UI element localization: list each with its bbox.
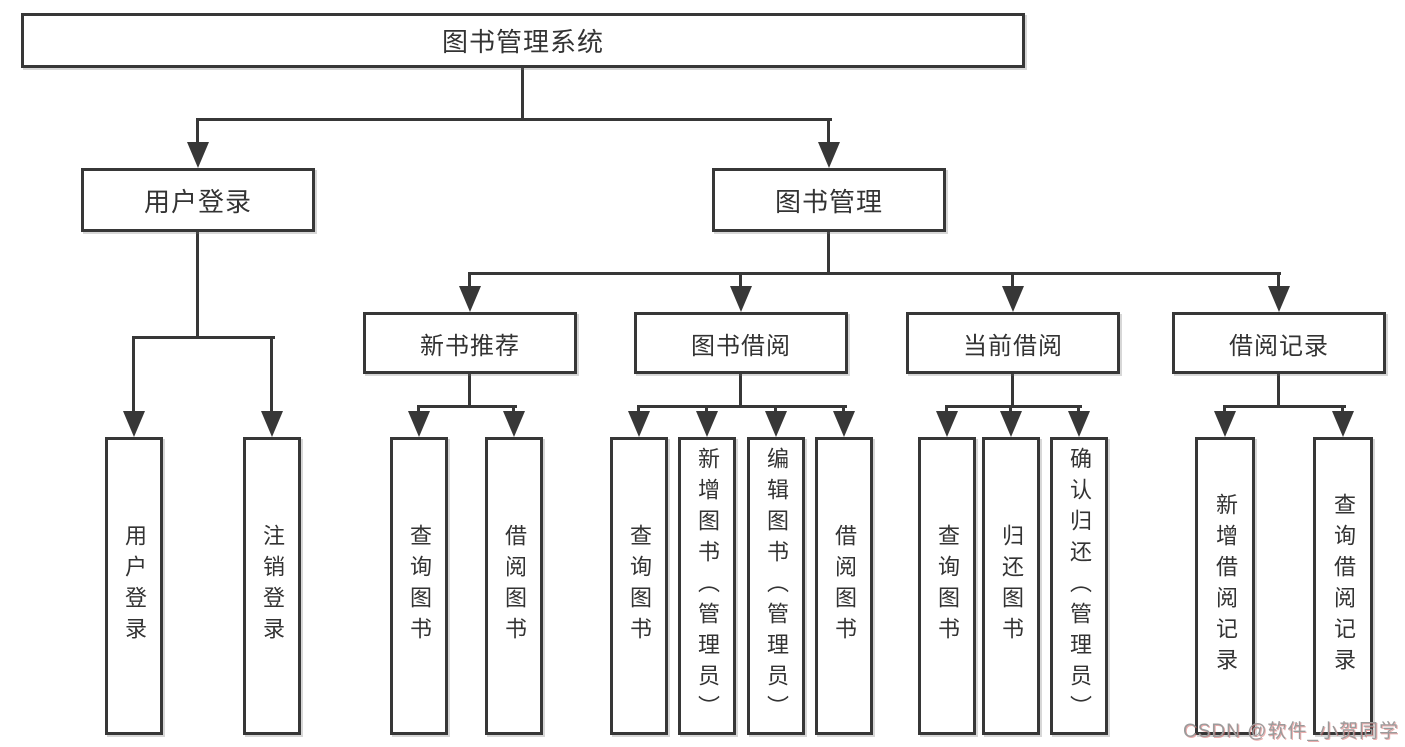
connector-bus-level2 xyxy=(196,118,832,121)
node-root-label: 图书管理系统 xyxy=(441,27,604,57)
connector-drop-leaf xyxy=(1223,405,1226,415)
node-new-book-recommend-label: 新书推荐 xyxy=(420,332,520,360)
arrowhead-leaf xyxy=(696,411,718,437)
leaf-borrow-add-books-admin: 新增图书（管理员） xyxy=(678,437,736,735)
connector-drop-leaf xyxy=(774,405,777,415)
leaf-records-query-record-label: 查询借阅记录 xyxy=(1331,493,1356,679)
leaf-borrow-borrow-books: 借阅图书 xyxy=(815,437,873,735)
leaf-borrow-borrow-books-label: 借阅图书 xyxy=(832,524,857,648)
node-current-borrow: 当前借阅 xyxy=(906,312,1120,374)
connector-records-stem xyxy=(1277,374,1280,408)
leaf-newbook-query-books-label: 查询图书 xyxy=(407,524,432,648)
connector-drop-leaf xyxy=(1009,405,1012,415)
leaf-current-confirm-return-admin: 确认归还（管理员） xyxy=(1050,437,1108,735)
leaf-current-return-books-label: 归还图书 xyxy=(999,524,1024,648)
connector-drop-leaf xyxy=(417,405,420,415)
connector-current-stem xyxy=(1011,374,1014,408)
node-new-book-recommend: 新书推荐 xyxy=(363,312,577,374)
connector-root-stem xyxy=(521,68,524,118)
connector-drop-borrow xyxy=(739,272,742,288)
arrowhead-leaf-logout xyxy=(261,411,283,437)
node-borrow-records-label: 借阅记录 xyxy=(1229,332,1329,360)
leaf-user-login-label: 用户登录 xyxy=(122,524,147,648)
connector-drop-newbook xyxy=(468,272,471,288)
arrowhead-leaf-login xyxy=(123,411,145,437)
leaf-logout-label: 注销登录 xyxy=(260,524,285,648)
arrowhead-user-login xyxy=(187,142,209,168)
leaf-borrow-edit-books-admin-label: 编辑图书（管理员） xyxy=(764,446,789,726)
connector-drop-records xyxy=(1277,272,1280,288)
leaf-records-add-record: 新增借阅记录 xyxy=(1195,437,1255,735)
arrowhead-leaf xyxy=(1068,411,1090,437)
leaf-logout: 注销登录 xyxy=(243,437,301,735)
connector-bus-newbook xyxy=(417,405,517,408)
connector-drop-leaf xyxy=(1077,405,1080,415)
node-book-borrow: 图书借阅 xyxy=(634,312,848,374)
connector-mgmt-stem xyxy=(827,232,830,275)
arrowhead-leaf xyxy=(765,411,787,437)
connector-drop-leaf-logout xyxy=(270,336,273,413)
arrowhead-leaf xyxy=(833,411,855,437)
csdn-watermark: CSDN @软件_小贺同学 xyxy=(1183,721,1399,742)
connector-drop-leaf-login xyxy=(132,336,135,413)
leaf-borrow-query-books: 查询图书 xyxy=(610,437,668,735)
connector-drop-leaf xyxy=(705,405,708,415)
arrowhead-leaf xyxy=(936,411,958,437)
leaf-newbook-borrow-books: 借阅图书 xyxy=(485,437,543,735)
node-borrow-records: 借阅记录 xyxy=(1172,312,1386,374)
connector-newbook-stem xyxy=(468,374,471,408)
arrowhead-leaf xyxy=(1000,411,1022,437)
arrowhead-leaf xyxy=(628,411,650,437)
leaf-current-confirm-return-admin-label: 确认归还（管理员） xyxy=(1067,446,1092,726)
node-book-management: 图书管理 xyxy=(712,168,946,232)
leaf-records-query-record: 查询借阅记录 xyxy=(1313,437,1373,735)
leaf-borrow-add-books-admin-label: 新增图书（管理员） xyxy=(695,446,720,726)
node-user-login: 用户登录 xyxy=(81,168,315,232)
node-user-login-label: 用户登录 xyxy=(143,186,252,217)
node-book-management-label: 图书管理 xyxy=(774,186,883,217)
connector-drop-leaf xyxy=(945,405,948,415)
arrowhead-book-mgmt xyxy=(818,142,840,168)
leaf-current-return-books: 归还图书 xyxy=(982,437,1040,735)
leaf-user-login: 用户登录 xyxy=(105,437,163,735)
arrowhead-leaf xyxy=(408,411,430,437)
arrowhead-leaf xyxy=(1214,411,1236,437)
node-book-borrow-label: 图书借阅 xyxy=(691,332,791,360)
arrowhead-borrow xyxy=(730,286,752,312)
connector-drop-current xyxy=(1011,272,1014,288)
connector-drop-leaf xyxy=(512,405,515,415)
connector-bus-borrow xyxy=(637,405,847,408)
connector-drop-leaf xyxy=(842,405,845,415)
connector-bus-records xyxy=(1223,405,1346,408)
connector-drop-user-login xyxy=(196,118,199,144)
connector-bus-user xyxy=(132,336,275,339)
leaf-current-query-books-label: 查询图书 xyxy=(935,524,960,648)
connector-drop-leaf xyxy=(637,405,640,415)
leaf-records-add-record-label: 新增借阅记录 xyxy=(1213,493,1238,679)
leaf-current-query-books: 查询图书 xyxy=(918,437,976,735)
connector-bus-level3 xyxy=(468,272,1281,275)
leaf-borrow-edit-books-admin: 编辑图书（管理员） xyxy=(747,437,805,735)
arrowhead-leaf xyxy=(503,411,525,437)
connector-borrow-stem xyxy=(739,374,742,408)
leaf-borrow-query-books-label: 查询图书 xyxy=(627,524,652,648)
arrowhead-records xyxy=(1268,286,1290,312)
connector-drop-book-mgmt xyxy=(827,118,830,144)
arrowhead-current xyxy=(1002,286,1024,312)
leaf-newbook-query-books: 查询图书 xyxy=(390,437,448,735)
arrowhead-leaf xyxy=(1332,411,1354,437)
leaf-newbook-borrow-books-label: 借阅图书 xyxy=(502,524,527,648)
connector-bus-current xyxy=(945,405,1082,408)
node-root: 图书管理系统 xyxy=(21,13,1025,68)
connector-user-stem xyxy=(196,232,199,339)
node-current-borrow-label: 当前借阅 xyxy=(963,332,1063,360)
connector-drop-leaf xyxy=(1341,405,1344,415)
arrowhead-newbook xyxy=(459,286,481,312)
